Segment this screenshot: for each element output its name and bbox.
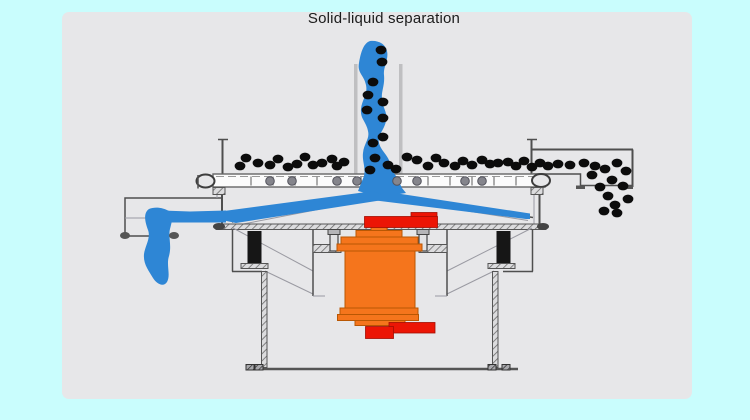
right-liquid-film [372,192,530,219]
solid-particle [234,161,246,171]
solid-particle [510,161,522,171]
solid-particle [586,170,598,180]
solid-particle [272,154,284,164]
solid-particle [401,152,413,162]
solid-particle [589,161,601,171]
cleaning-ball [287,176,297,186]
solid-particle [457,156,469,166]
feed-particles [361,45,402,175]
solid-particle [617,181,629,191]
left-liquid-film [224,191,389,223]
solid-particle [291,159,303,169]
solid-particle [578,158,590,168]
falling-liquid [143,207,173,285]
cleaning-ball [412,176,422,186]
solid-particle [438,158,450,168]
cleaning-ball [477,176,487,186]
cleaning-ball [265,176,275,186]
solid-particle [620,166,632,176]
deck-end-caps [120,173,551,239]
solid-particle [252,158,264,168]
solid-particle [307,160,319,170]
lower-housing [231,227,534,297]
solid-particle [564,160,576,170]
solid-particle [602,191,614,201]
solid-particle [476,155,488,165]
solid-particle [609,200,621,210]
solid-particle [484,159,496,169]
solid-particle [542,161,554,171]
vibration-mounts [240,231,516,269]
solid-particle [606,175,618,185]
solid-particle [430,153,442,163]
solid-particle [377,97,389,107]
solid-particle [367,138,379,148]
solid-particle [422,161,434,171]
cleaning-ball [352,176,362,186]
solid-particle [376,57,388,67]
feed-pipe [354,64,403,174]
solid-particle [362,90,374,100]
screen-particles [234,152,538,172]
discharge-particles [534,158,634,218]
solid-particle [552,159,564,169]
vibration-motor [336,225,423,326]
solid-particle [594,182,606,192]
solid-particle [502,157,514,167]
solid-particle [316,158,328,168]
cleaning-ball [332,176,342,186]
solid-particle [518,156,530,166]
solid-particle [599,164,611,174]
solid-particle [338,157,350,167]
solid-particle [622,194,634,204]
solid-particle [361,105,373,115]
solid-particle [449,161,461,171]
solid-particle [264,160,276,170]
solid-particle [382,160,394,170]
eccentric-weights [364,212,438,339]
solid-particle [390,164,402,174]
solid-particle [240,153,252,163]
solid-particle [526,162,538,172]
solid-particle [282,162,294,172]
mesh-balls [265,176,487,186]
diagram-title: Solid-liquid separation [307,10,461,27]
cleaning-ball [460,176,470,186]
solid-particle [411,155,423,165]
solid-particle [364,165,376,175]
solid-particle [367,77,379,87]
solid-particle [466,160,478,170]
solids-discharge-chute [532,148,634,189]
solid-particle [299,152,311,162]
cleaning-ball [392,176,402,186]
solid-particle [611,208,623,218]
solid-particle [598,206,610,216]
solid-particle [611,158,623,168]
solid-particle [326,154,338,164]
base-frame [245,271,518,371]
solid-particle [375,45,387,55]
solid-particle [369,153,381,163]
solid-particle [377,132,389,142]
solid-particle [492,158,504,168]
solid-particle [377,113,389,123]
